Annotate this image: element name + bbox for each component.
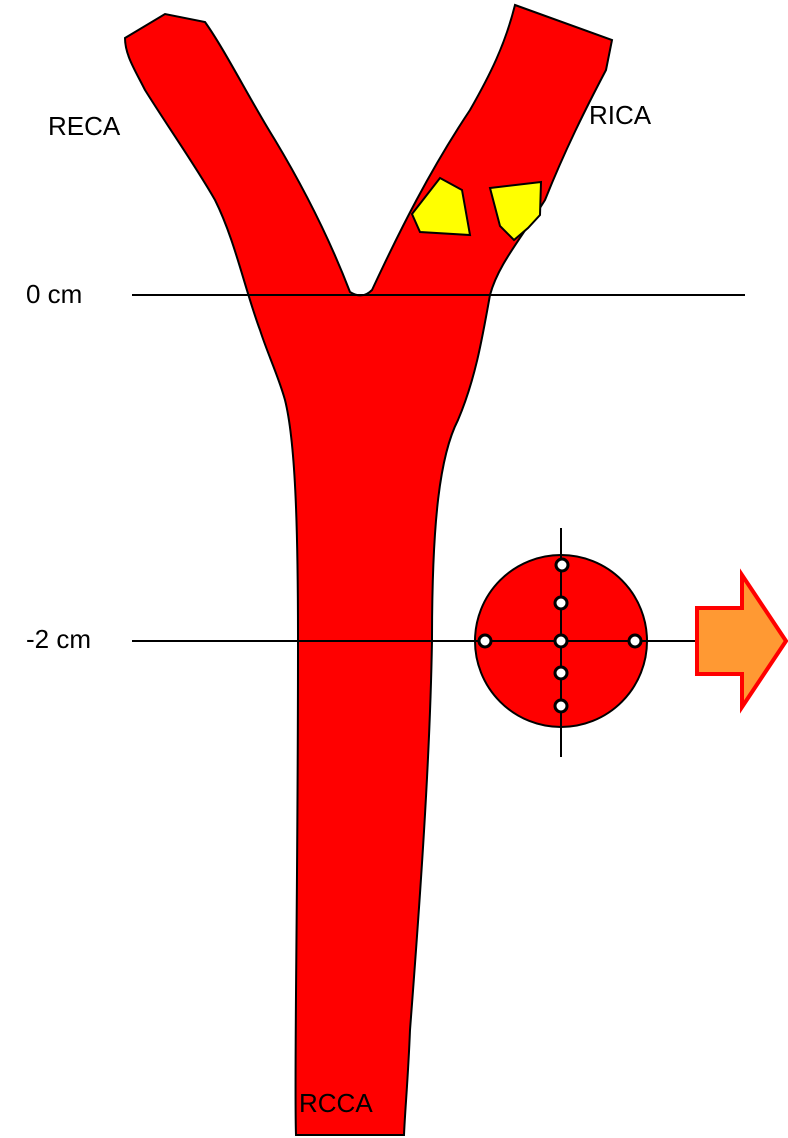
sample-point: [479, 635, 491, 647]
label-rica: RICA: [589, 100, 652, 130]
sample-point: [556, 559, 568, 571]
label-minus2cm: -2 cm: [26, 624, 91, 654]
sample-point: [555, 635, 567, 647]
right-arrow-icon: [697, 575, 786, 707]
sample-point: [555, 700, 567, 712]
sample-point: [629, 635, 641, 647]
sample-point: [555, 667, 567, 679]
sample-point: [555, 597, 567, 609]
label-0cm: 0 cm: [26, 279, 82, 309]
label-reca: RECA: [48, 111, 121, 141]
label-rcca: RCCA: [299, 1088, 373, 1118]
